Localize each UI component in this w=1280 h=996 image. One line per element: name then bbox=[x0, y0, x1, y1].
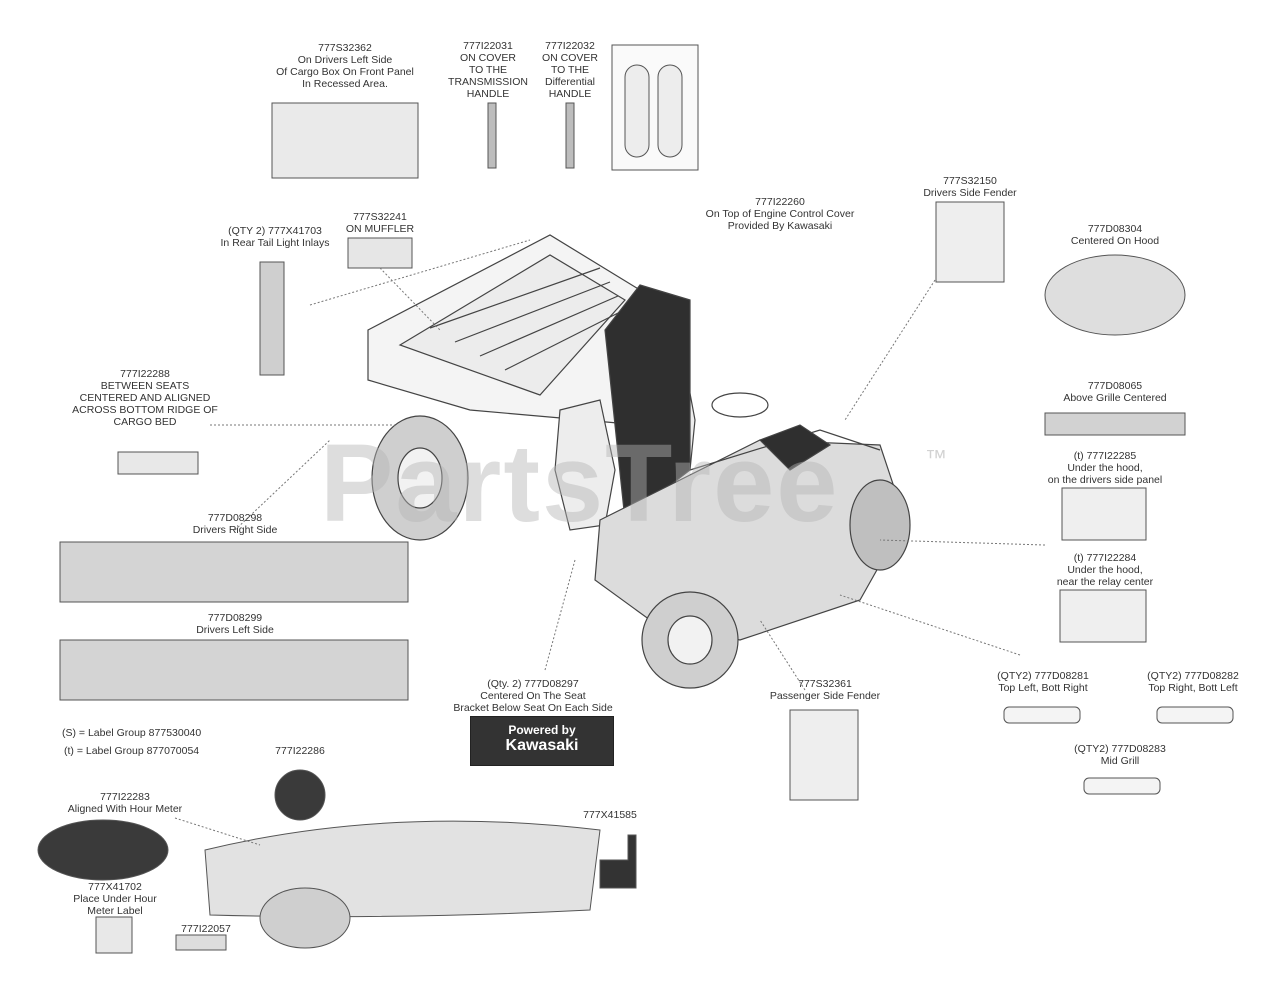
decal-777D08283 bbox=[1083, 777, 1161, 795]
decal-777I22285 bbox=[1061, 487, 1147, 541]
decal-777D08282 bbox=[1156, 706, 1234, 724]
decal-777I22283 bbox=[37, 819, 169, 881]
decal-777D08065 bbox=[1044, 412, 1186, 436]
decal-777S32150 bbox=[935, 201, 1005, 283]
cargo-bed-floor bbox=[398, 254, 626, 396]
watermark: PartsTree bbox=[320, 422, 840, 545]
label-777I22057: 777I22057 bbox=[181, 923, 231, 935]
front-fender bbox=[758, 424, 832, 471]
decal-777S32361 bbox=[789, 709, 859, 801]
legend-t: (t) = Label Group 877070054 bbox=[64, 745, 200, 757]
seat-divider bbox=[604, 284, 691, 522]
steering-wheel bbox=[711, 392, 769, 418]
decal-777X41703 bbox=[259, 261, 285, 376]
decal-777I22288 bbox=[117, 451, 199, 475]
front-right-wheel bbox=[849, 479, 911, 571]
powered-by-kawasaki-badge: Powered by Kawasaki bbox=[470, 716, 614, 766]
decal-777I22031 bbox=[487, 102, 497, 169]
decal-777X41585 bbox=[599, 834, 637, 889]
decal-777I22032 bbox=[565, 102, 575, 169]
decal-777S32362 bbox=[271, 102, 419, 179]
decal-777D08281 bbox=[1003, 706, 1081, 724]
decal-777I22057 bbox=[175, 934, 227, 951]
decal-777D08298 bbox=[59, 541, 409, 603]
dashboard bbox=[204, 820, 601, 918]
decal-777S32241 bbox=[347, 237, 413, 269]
label-777X41585: 777X41585 bbox=[583, 809, 637, 821]
label-777I22286: 777I22286 bbox=[275, 745, 325, 757]
decal-777X41702 bbox=[95, 916, 133, 954]
decal-777D08299 bbox=[59, 639, 409, 701]
decal-777I22284 bbox=[1059, 589, 1147, 643]
decal-777D08304 bbox=[1044, 254, 1186, 336]
watermark-tm: ™ bbox=[925, 445, 947, 470]
legend-s: (S) = Label Group 877530040 bbox=[62, 727, 202, 739]
decal-777I22286 bbox=[274, 769, 326, 821]
